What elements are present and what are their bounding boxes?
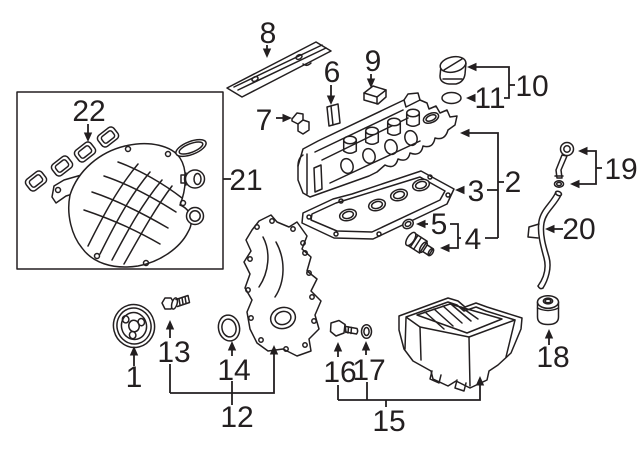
dipstick-tube-drawing <box>527 190 563 290</box>
vacuum-fitting-drawing <box>180 169 206 189</box>
callout-label-22: 22 <box>72 95 105 128</box>
callout-label-18: 18 <box>536 341 569 374</box>
front-seal-drawing <box>217 314 241 342</box>
callout-label-9: 9 <box>365 45 382 78</box>
manifold-oring-drawing <box>185 206 205 226</box>
callout-leaders <box>83 45 602 407</box>
plenum-gasket-drawing <box>175 138 207 158</box>
timing-cover-drawing <box>243 214 322 357</box>
callout-label-14: 14 <box>217 354 250 387</box>
bracket-drawing <box>291 112 310 135</box>
seal-oring-drawing <box>402 218 414 230</box>
baffle-plate-drawing <box>226 41 332 98</box>
callout-label-13: 13 <box>157 336 190 369</box>
callout-label-6: 6 <box>324 56 341 89</box>
intake-manifold-box <box>16 91 224 270</box>
crankshaft-pulley-drawing <box>112 303 156 349</box>
callout-label-16: 16 <box>323 356 356 389</box>
drain-plug-drawing <box>329 319 359 337</box>
callout-label-4: 4 <box>465 223 482 256</box>
callout-label-15: 15 <box>372 405 405 438</box>
drain-gasket-drawing <box>360 323 373 340</box>
clip-drawing <box>326 103 341 127</box>
callout-label-3: 3 <box>468 175 485 208</box>
valve-cover-gasket-drawing <box>301 170 455 240</box>
mount-block-drawing <box>363 85 387 105</box>
pcv-valve-drawing <box>404 231 435 257</box>
callout-label-19: 19 <box>604 153 637 186</box>
callout-label-11: 11 <box>474 82 505 115</box>
callout-label-2: 2 <box>505 166 522 199</box>
callout-label-7: 7 <box>256 104 273 137</box>
intake-manifold-drawing <box>51 142 193 268</box>
callout-label-10: 10 <box>515 70 548 103</box>
callout-label-20: 20 <box>562 213 595 246</box>
oil-pan-drawing <box>398 297 523 392</box>
oil-filter-drawing <box>536 294 560 326</box>
port-gaskets-drawing <box>24 126 120 192</box>
pulley-bolt-drawing <box>161 294 191 310</box>
callout-label-12: 12 <box>220 401 253 434</box>
dipstick-drawing <box>553 141 575 188</box>
callout-label-1: 1 <box>126 361 143 394</box>
oil-filler-cap-drawing <box>439 55 467 85</box>
callout-label-17: 17 <box>352 354 385 387</box>
cap-oring-drawing <box>441 91 462 105</box>
valve-cover-drawing <box>297 92 458 198</box>
callout-label-21: 21 <box>229 164 262 197</box>
callout-label-8: 8 <box>260 17 277 50</box>
callout-label-5: 5 <box>431 208 448 241</box>
